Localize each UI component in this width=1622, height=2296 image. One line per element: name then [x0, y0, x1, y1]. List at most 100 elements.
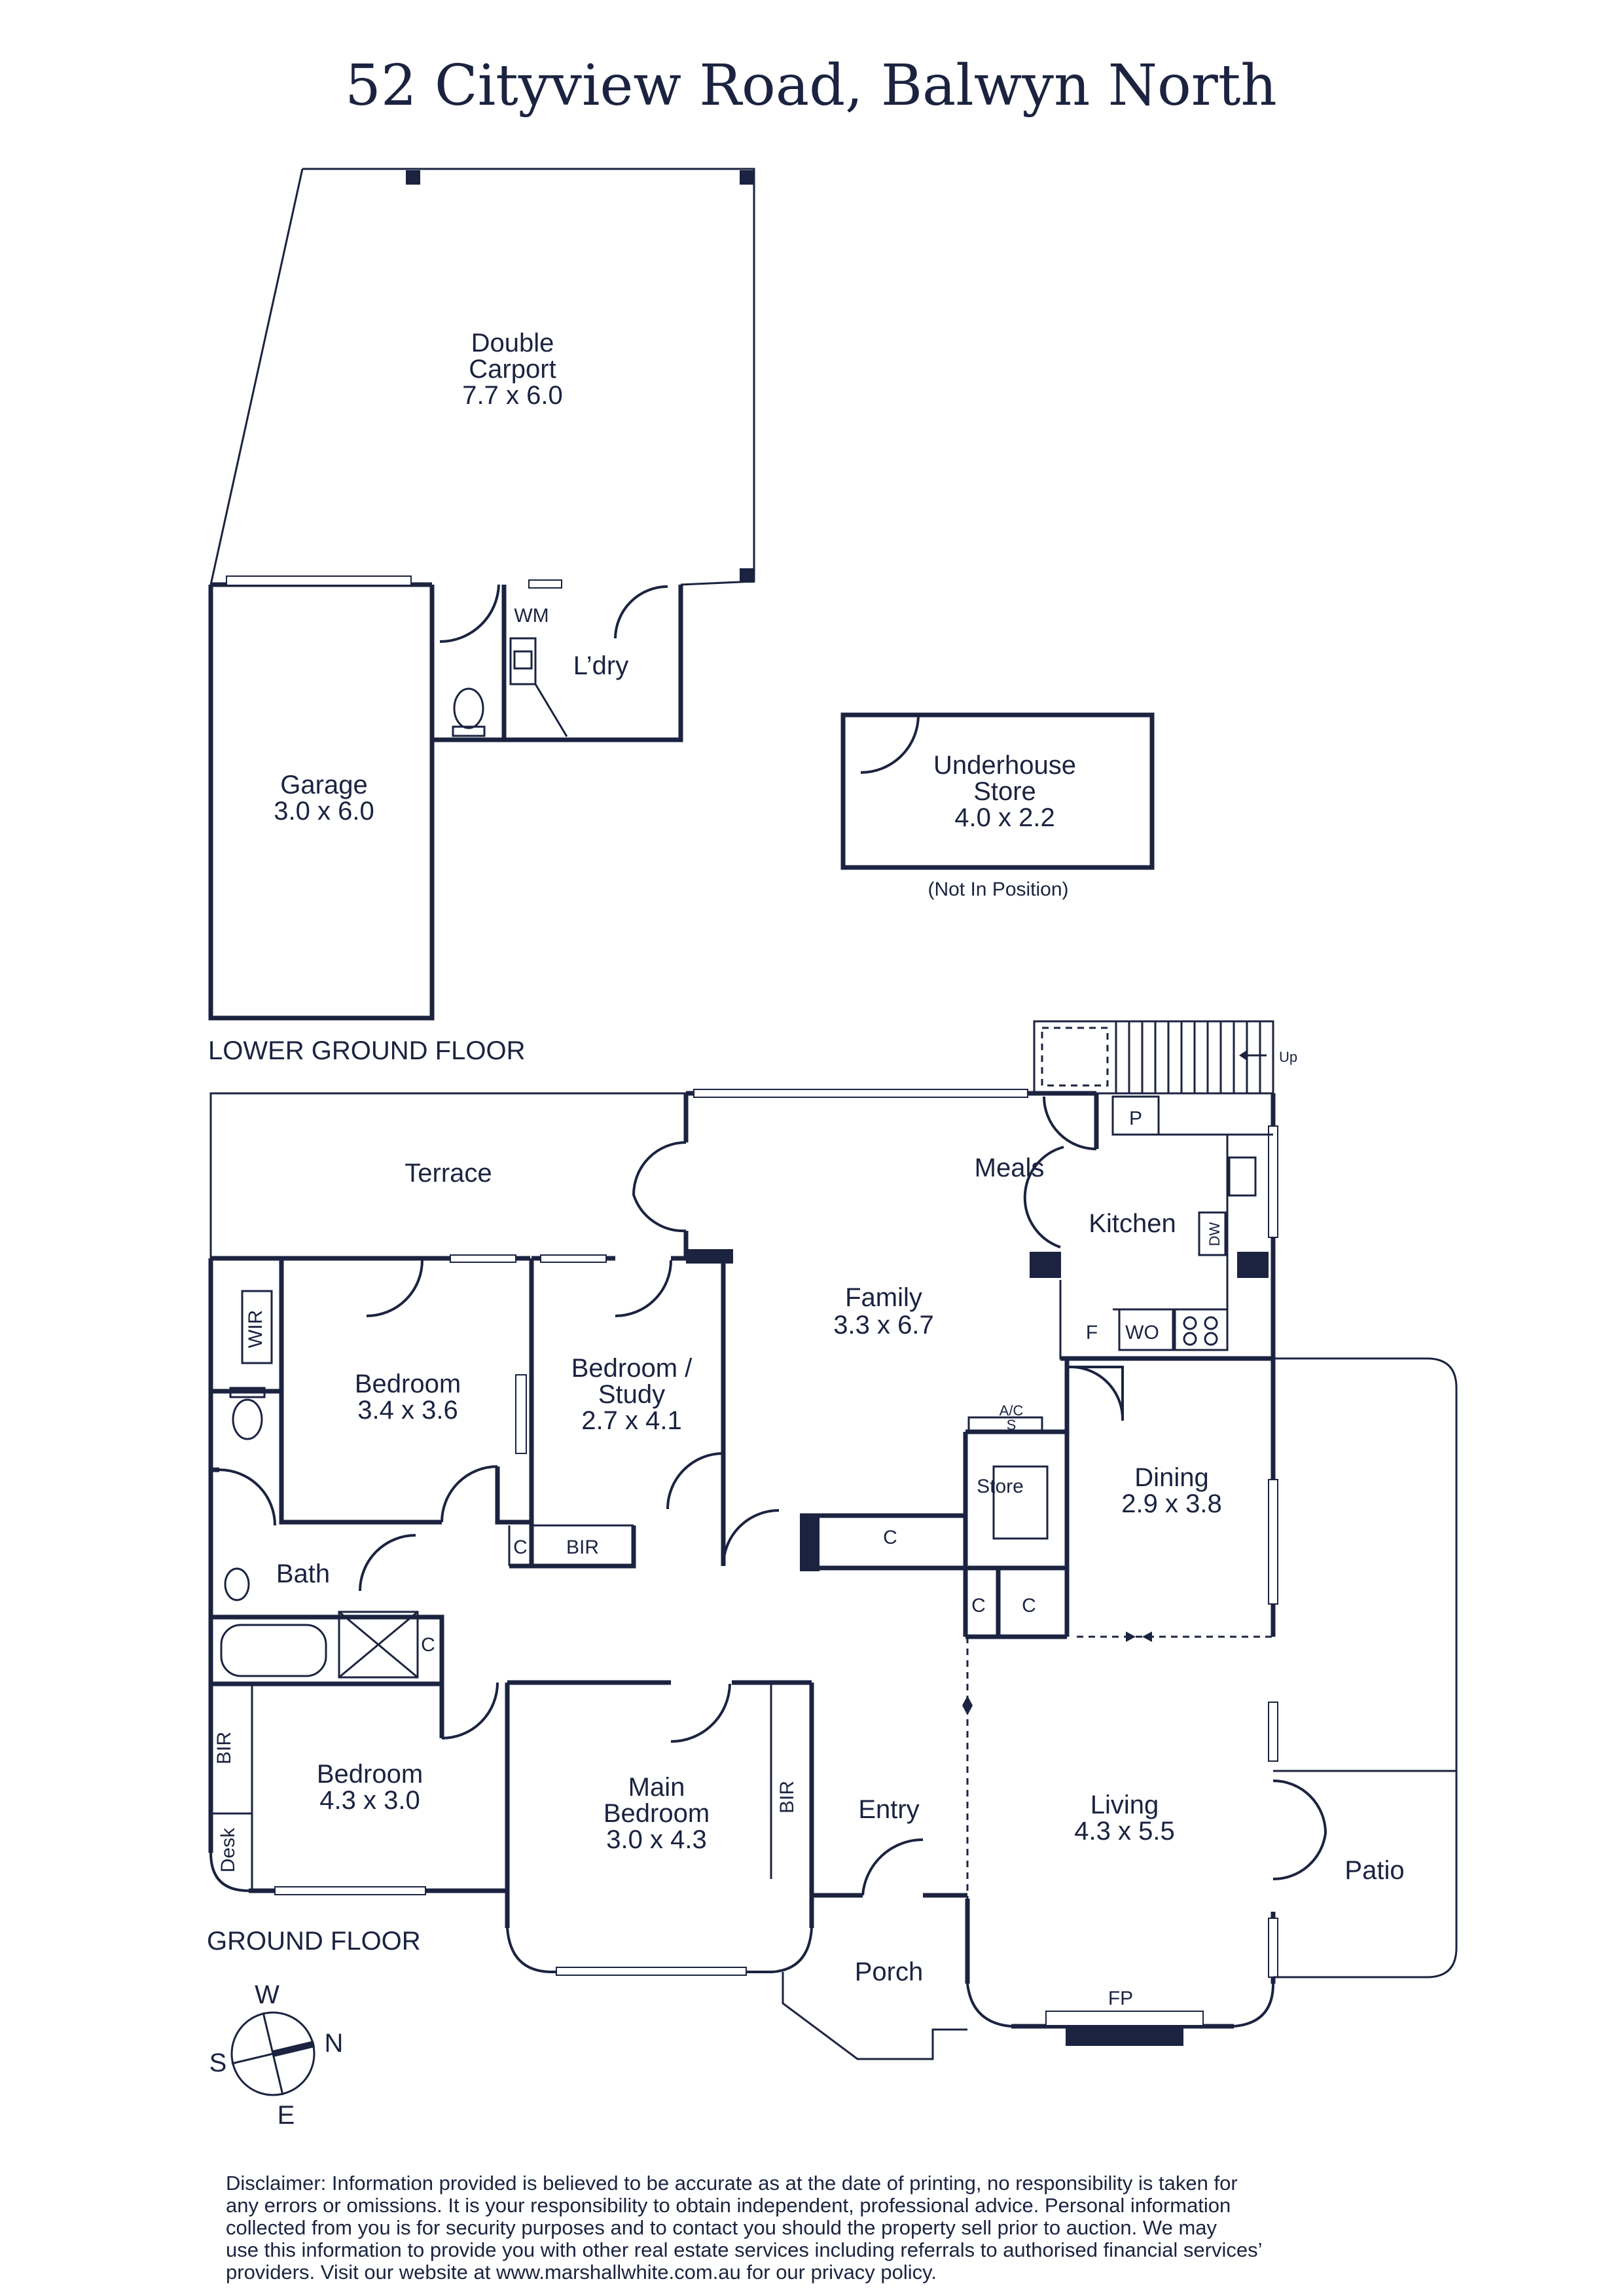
corner-curve: [209, 1852, 249, 1892]
disclaimer-line: Disclaimer: Information provided is beli…: [226, 2172, 1238, 2195]
door-swing: [615, 1260, 672, 1317]
arrow-head-icon: [1239, 1050, 1247, 1061]
bath-south-wall: [211, 1614, 444, 1684]
family-window: [693, 1089, 1028, 1098]
bedroom2-label: Bedroom: [317, 1760, 423, 1789]
cupboard-label: C: [513, 1537, 528, 1558]
carport-post: [740, 170, 754, 185]
garage-size: 3.0 x 6.0: [274, 797, 374, 826]
store-shelf: [992, 1465, 1049, 1540]
cooktop-icon: [1174, 1308, 1229, 1351]
bir-wall: [509, 1525, 636, 1569]
bedroom-window: [274, 1886, 426, 1895]
stair-treads: [1115, 1021, 1261, 1093]
wall-pier: [800, 1514, 820, 1571]
kitchen-label: Kitchen: [1089, 1209, 1176, 1238]
stair-void: [1041, 1027, 1109, 1087]
wall-pier: [1030, 1252, 1061, 1278]
arrow-head-icon: [1142, 1631, 1152, 1642]
sink-icon: [1228, 1156, 1257, 1197]
kitchen-partition: [1059, 1280, 1119, 1360]
carport-post: [740, 568, 754, 583]
bedroom2-north-wall: [211, 1681, 444, 1738]
dishwasher-icon: [1198, 1211, 1227, 1256]
wir-label: WIR: [245, 1310, 266, 1348]
ground-floor-label: GROUND FLOOR: [207, 1927, 421, 1956]
garage-walls: [208, 585, 683, 1021]
door-swing: [439, 584, 500, 643]
bedroom2-size: 4.3 x 3.0: [319, 1786, 420, 1815]
family-label: Family: [845, 1283, 922, 1312]
dining-door-frame: [1067, 1366, 1124, 1421]
burner-icon: [1204, 1316, 1218, 1330]
main-bedroom-label-2: Bedroom: [604, 1799, 710, 1828]
main-bedroom-bay: [506, 1927, 813, 1973]
underhouse-label-2: Store: [973, 777, 1036, 806]
compass-west: W: [255, 1980, 279, 2009]
study-size: 2.7 x 4.1: [581, 1406, 681, 1435]
wir-shelf: [241, 1290, 273, 1364]
living-label: Living: [1090, 1791, 1159, 1819]
compass-icon: W N S E: [209, 1980, 344, 2130]
s-label: S: [1007, 1417, 1017, 1433]
bedroom1-east-wall: [495, 1467, 534, 1566]
wall-pier: [686, 1249, 733, 1264]
shower-icon: [338, 1611, 419, 1679]
porch-outline: [782, 1972, 967, 2060]
bir-label: BIR: [776, 1781, 798, 1813]
patio-outline: [1273, 1357, 1458, 1978]
wall-oven-label: WO: [1125, 1322, 1159, 1343]
living-bay-left: [966, 1983, 1012, 2028]
dining-size: 2.9 x 3.8: [1121, 1489, 1221, 1518]
carport-post: [406, 170, 420, 185]
pantry-label: P: [1129, 1108, 1142, 1129]
carport-label-1: Double: [471, 329, 554, 357]
disclaimer: Disclaimer: Information provided is beli…: [226, 2172, 1263, 2284]
study-label-2: Study: [598, 1380, 665, 1409]
bathtub-icon: [220, 1624, 327, 1677]
arrow-head-icon: [1126, 1631, 1136, 1642]
wall-pier: [1237, 1252, 1269, 1278]
meals-bay: [1023, 1146, 1064, 1248]
carport-slanted-edge: [209, 168, 304, 585]
compass-east: E: [278, 2101, 295, 2130]
door-swing: [441, 1465, 498, 1523]
carport-size: 7.7 x 6.0: [462, 381, 562, 410]
porch-label: Porch: [855, 1958, 924, 1986]
garage-door-window: [226, 575, 412, 586]
fireplace-chimney: [1066, 2026, 1183, 2046]
store-wall: [965, 1429, 1070, 1568]
meals-label: Meals: [975, 1154, 1045, 1182]
arrow-head-icon: [962, 1696, 973, 1705]
washing-machine-label: WM: [514, 605, 549, 627]
living-bay-right: [1233, 1983, 1274, 2028]
main-bedroom-window: [556, 1967, 747, 1976]
terrace-outline: [209, 1092, 686, 1258]
burner-icon: [1183, 1316, 1197, 1330]
laundry-bench-edge: [534, 683, 568, 737]
main-bedroom-size: 3.0 x 4.3: [606, 1825, 706, 1854]
ground-floor: Up: [207, 1020, 1458, 2060]
burner-icon: [1183, 1332, 1197, 1346]
bedroom1-size: 3.4 x 3.6: [357, 1396, 458, 1425]
ac-label: A/C: [1000, 1402, 1024, 1419]
toilet-cistern: [452, 725, 486, 737]
dining-label: Dining: [1134, 1463, 1208, 1492]
fireplace-label: FP: [1108, 1988, 1133, 2009]
dishwasher-label: DW: [1206, 1222, 1223, 1246]
burner-icon: [1204, 1332, 1218, 1346]
entry-door-swing: [861, 1838, 924, 1896]
door-swing: [219, 1468, 276, 1526]
door-swing: [366, 1260, 424, 1317]
stair-up-label: Up: [1279, 1049, 1297, 1065]
disclaimer-line: providers. Visit our website at www.mars…: [226, 2261, 937, 2284]
door-swing: [670, 1683, 731, 1743]
toilet-icon: [232, 1398, 263, 1440]
carport-label-2: Carport: [469, 355, 556, 384]
bir-label: BIR: [213, 1732, 235, 1764]
bath-label: Bath: [276, 1559, 330, 1588]
underhouse-size: 4.0 x 2.2: [954, 803, 1054, 832]
desk-label: Desk: [217, 1827, 239, 1872]
living-window: [1268, 1918, 1278, 1978]
kitchen-window: [1268, 1125, 1278, 1238]
